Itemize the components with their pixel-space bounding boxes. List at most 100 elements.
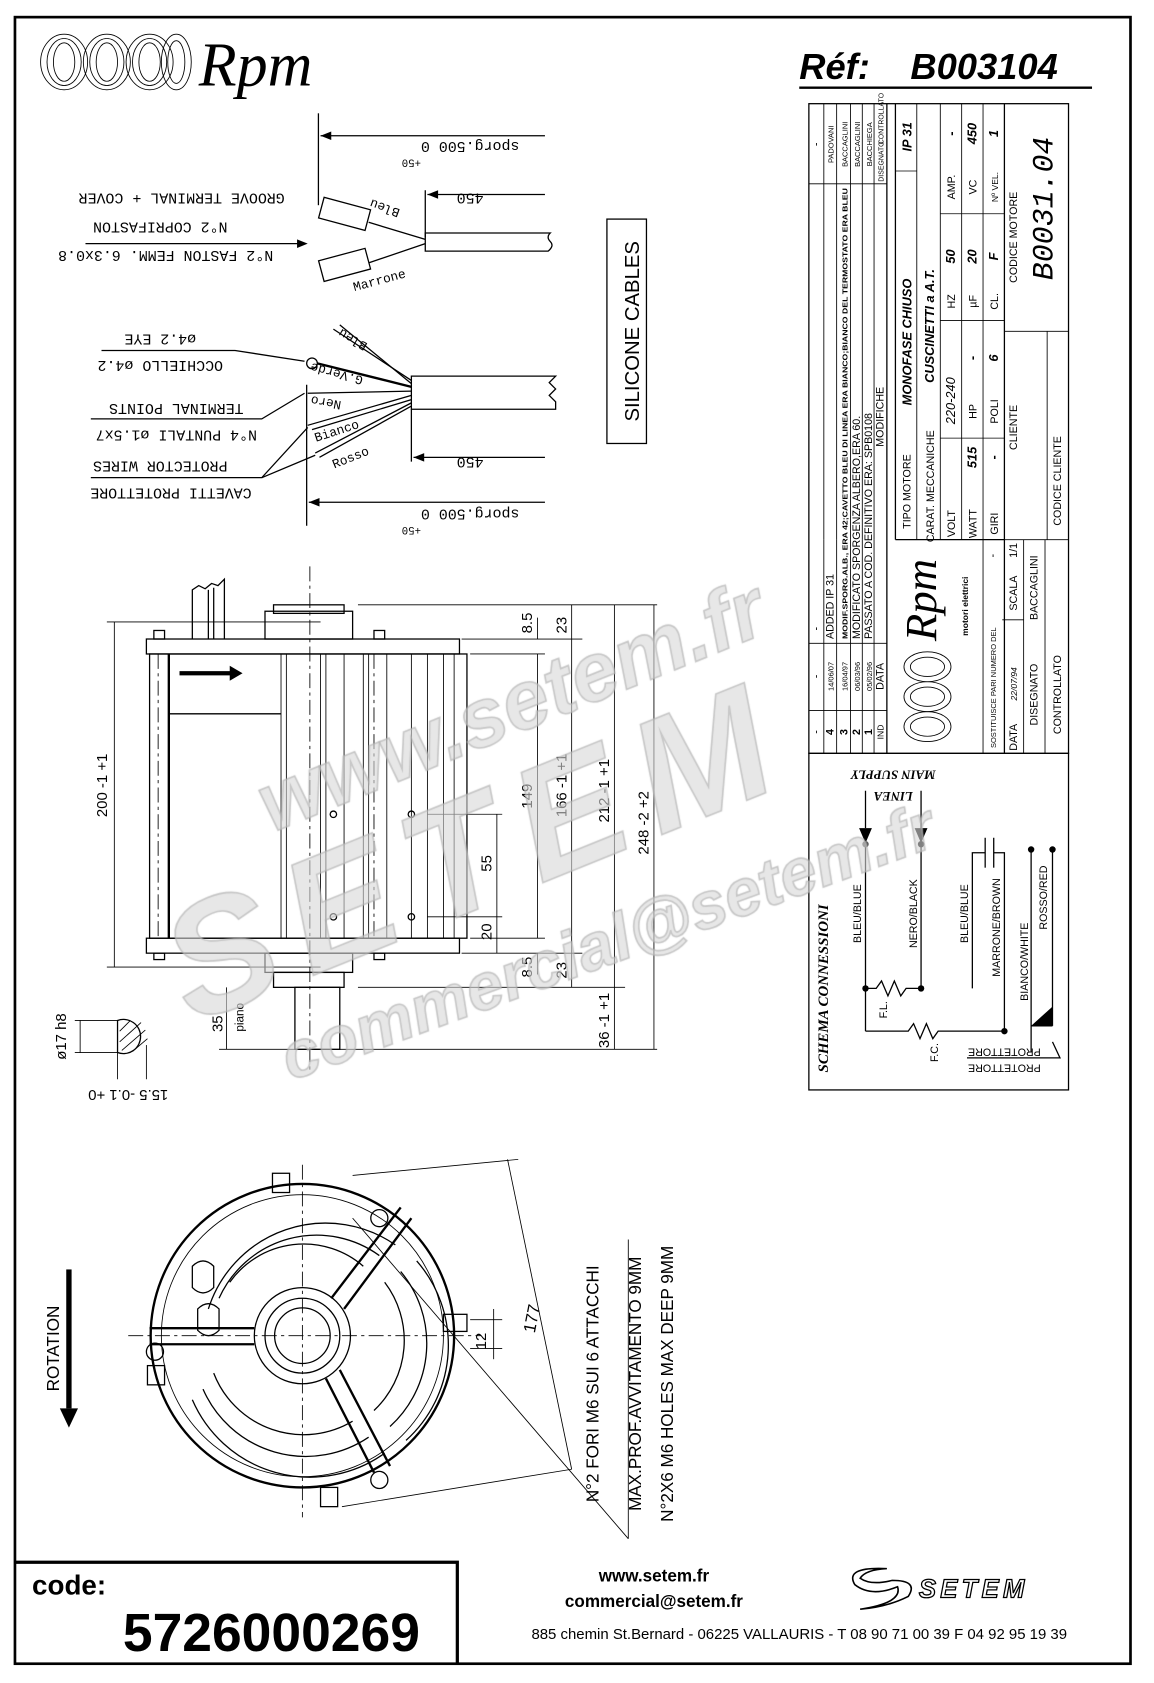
rev-header-modifiche: MODIFICHE [875,387,887,447]
ip-rating: IP 31 [899,122,914,151]
dim-20: 20 [479,923,496,940]
main-supply-label: MAIN SUPPLY [850,767,937,781]
svg-text:-: - [811,142,823,146]
footer-email: commercial@setem.fr [565,1592,743,1611]
rev-header-disegnato: DISEGNATO [879,141,886,182]
label-occhiello: OCCHIELLO ø4.2 [98,356,223,372]
reference-label: Réf: [799,46,870,87]
vc-value: 450 [965,123,980,145]
silicone-cables-label: SILICONE CABLES [622,241,644,421]
label-groove-terminal: GROOVE TERMINAL + COVER [79,188,285,204]
logo-text: Rpm [198,32,313,100]
dim-36: 36 -1 +1 [596,993,613,1048]
svg-text:2: 2 [851,729,863,735]
shaft-flat-label: 15.5 -0.1 +0 [88,1086,168,1103]
svg-text:CLIENTE: CLIENTE [1008,405,1020,450]
carat-label: CARAT. MECCANICHE [925,430,937,542]
svg-text:ADDED IP 31: ADDED IP 31 [824,574,836,639]
svg-text:BACCHIEGA: BACCHIEGA [865,122,874,166]
protettore-label: PROTETTORE [968,1061,1041,1073]
svg-text:Nº VEL.: Nº VEL. [990,172,1000,202]
svg-text:MODIFICATO SPORGENZA ALBERO,ER: MODIFICATO SPORGENZA ALBERO,ERA 60. [851,416,863,639]
code-label: code: [32,1569,106,1600]
dim-35: 35 [209,1015,226,1032]
svg-text:-: - [811,730,823,734]
dim-200: 200 -1 +1 [94,754,111,818]
svg-text:CONTROLLATO: CONTROLLATO [1052,655,1064,734]
note-max-prof: MAX.PROF.AVVITAMENTO 9MM [626,1257,645,1511]
svg-text:14/06/07: 14/06/07 [826,662,835,691]
svg-text:CL.: CL. [989,293,1001,310]
label-cavetti-protettore: CAVETTI PROTETTORE [90,483,251,499]
label-coprifaston: N°2 COPRIFASTON [93,217,227,233]
sporg-tolerance: +50 [402,523,421,535]
dim-8-5-top: 8.5 [519,613,536,634]
svg-text:06/03/96: 06/03/96 [853,662,862,691]
wire-label: BIANCO/WHITE [1019,923,1031,1001]
rev-header-date: DATA [875,662,887,690]
svg-text:3: 3 [838,729,850,735]
svg-text:1: 1 [863,729,875,735]
note-fori: N°2 FORI M6 SUI 6 ATTACCHI [583,1265,602,1502]
svg-text:4: 4 [824,729,836,735]
sheet-border [13,15,1132,1666]
title-block-logo: Rpm [896,559,946,642]
linea-label: LINEA [873,789,914,803]
svg-text:BACCAGLINI: BACCAGLINI [840,122,849,167]
svg-text:AMP.: AMP. [946,175,958,200]
label-terminal-points: TERMINAL POINTS [109,399,243,415]
sporg-tolerance: +50 [402,155,421,167]
svg-text:16/04/97: 16/04/97 [840,662,849,691]
piano-label: piano [234,1002,247,1031]
svg-text:DISEGNATO: DISEGNATO [1029,664,1041,726]
dim-166: 166 -1 +1 [553,754,570,818]
svg-text:CODICE MOTORE: CODICE MOTORE [1008,192,1020,283]
tipo-motore-value: MONOFASE CHIUSO [899,279,914,406]
sporg-dim: sporg.500 0 [421,137,520,153]
svg-text:-: - [987,553,999,557]
rev-header-ind: IND [876,725,886,740]
shaft-diameter-label: ø17 h8 [53,1013,70,1060]
footer-address: 885 chemin St.Bernard - 06225 VALLAURIS … [531,1626,1067,1643]
dim-12: 12 [473,1333,490,1350]
dim-149: 149 [519,784,536,809]
label-eye: ø4.2 EYE [124,329,196,345]
tipo-motore-label: TIPO MOTORE [901,454,913,529]
schema-title: SCHEMA CONNESSIONI [816,903,832,1072]
amp-value: - [943,131,958,135]
svg-text:µF: µF [968,295,980,308]
protettore-label: PROTETTORE [968,1045,1041,1057]
dim-23-bottom: 23 [553,962,570,979]
cl-value: F [986,251,1001,260]
svg-text:VOLT: VOLT [946,510,958,538]
svg-text:HZ: HZ [946,294,958,309]
svg-text:VC: VC [968,179,980,194]
wire-label: NERO/BLACK [908,879,920,948]
svg-text:-: - [811,626,823,630]
svg-text:DATA: DATA [1008,723,1020,751]
fc-label: F.C. [929,1043,941,1062]
label-protector-wires: PROTECTOR WIRES [93,457,227,473]
volt-value: 220-240 [943,376,958,425]
svg-text:WATT: WATT [968,509,980,539]
svg-text:MODIF.SPORG.ALB., ERA 42;CAVET: MODIF.SPORG.ALB., ERA 42;CAVETTO BLEU DI… [840,188,849,639]
wire-label: ROSSO/RED [1038,865,1050,929]
svg-text:POLI: POLI [989,399,1001,423]
svg-text:PADOVANI: PADOVANI [826,126,835,164]
sporg-dim: sporg.500 0 [421,505,520,521]
svg-text:-: - [811,674,823,678]
wire-label: MARRONE/BROWN [991,878,1003,976]
disegnato-value: BACCAGLINI [1029,555,1041,620]
codice-motore-value: B0031.04 [1027,137,1061,281]
svg-text:SCALA: SCALA [1008,575,1020,611]
hp-value: - [965,356,980,360]
svg-text:GIRI: GIRI [989,513,1001,535]
setem-brand: SETEM [919,1575,1029,1603]
svg-text:BACCAGLINI: BACCAGLINI [853,122,862,167]
svg-text:SOSTITUISCE PARI NUMERO DEL: SOSTITUISCE PARI NUMERO DEL [989,627,998,748]
svg-text:HP: HP [968,404,980,419]
giri-value: - [986,455,1001,459]
watt-value: 515 [965,446,980,468]
code-value: 5726000269 [123,1604,420,1663]
